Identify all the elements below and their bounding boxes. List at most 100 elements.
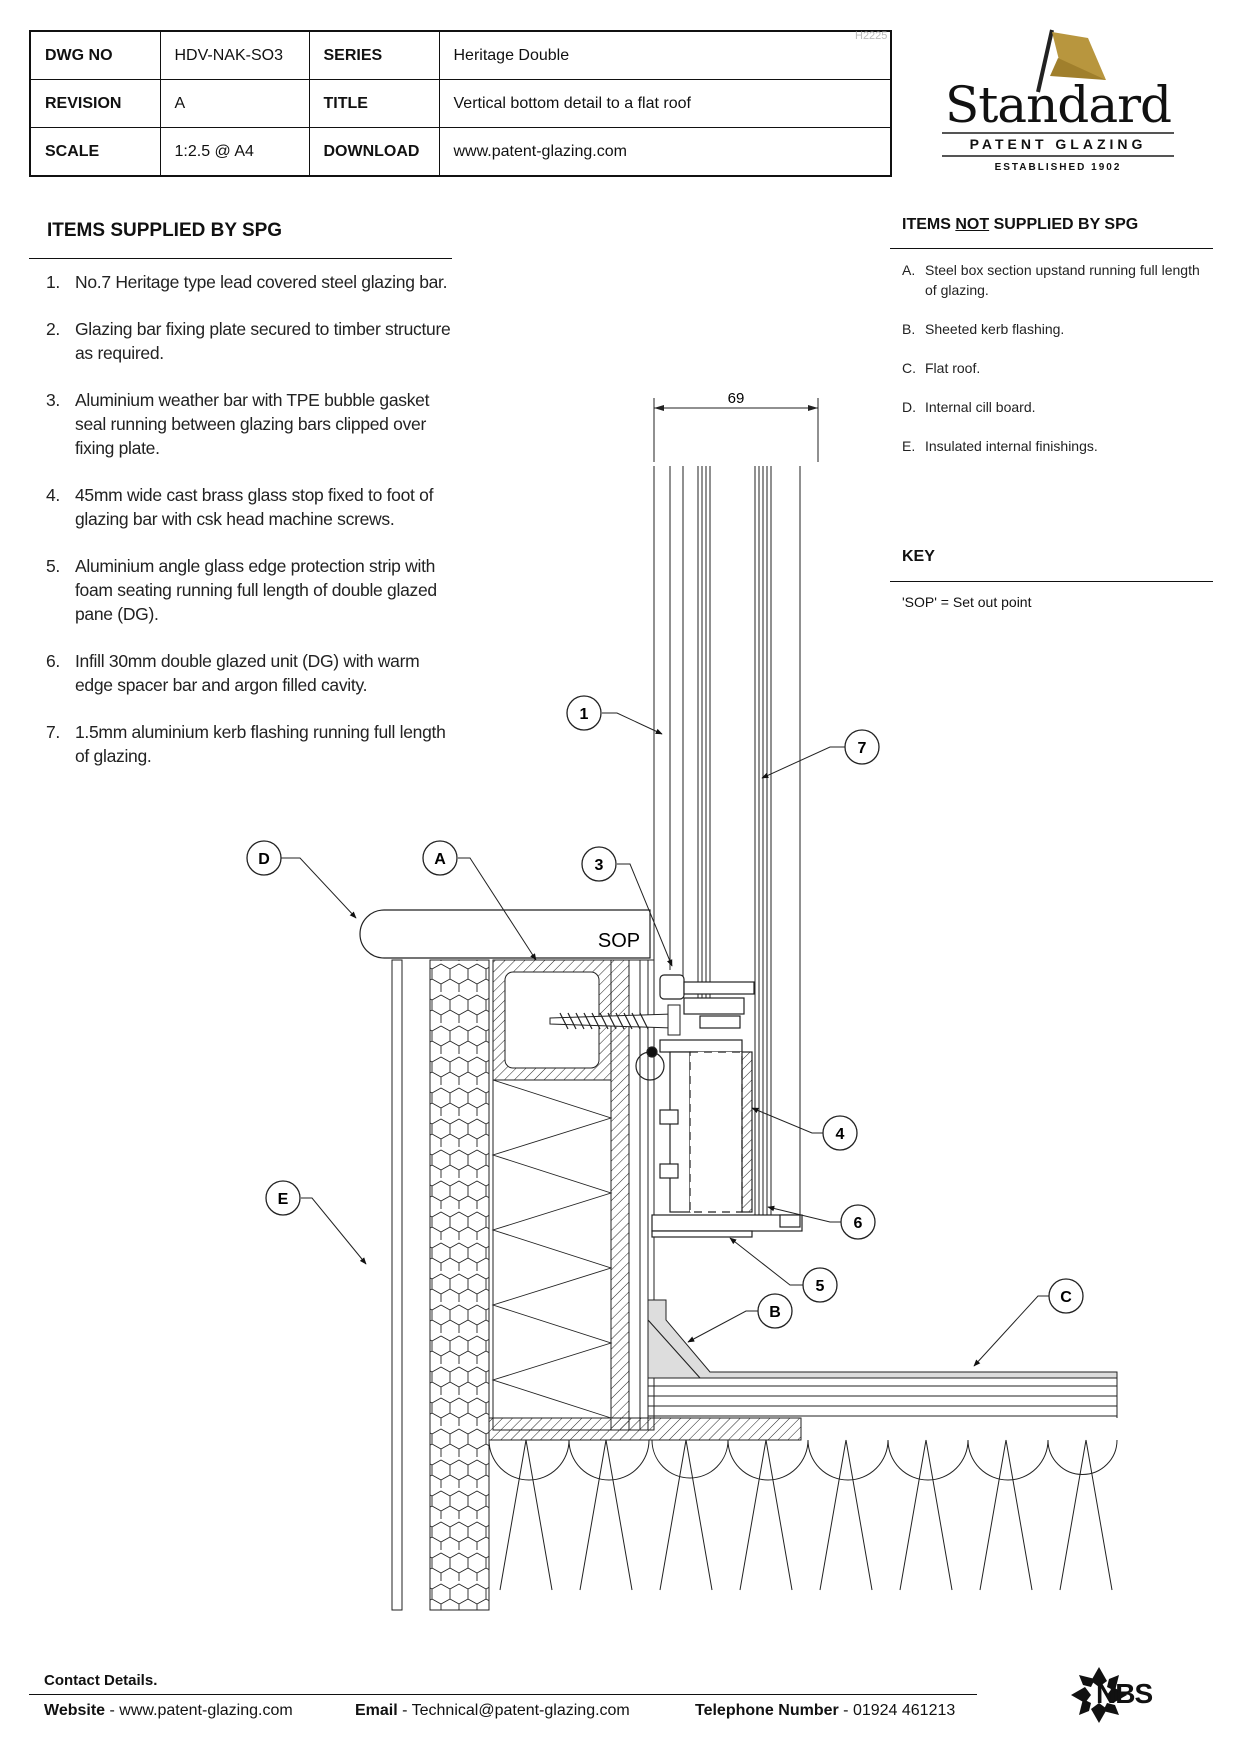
supplied-list: 1. No.7 Heritage type lead covered steel … <box>46 270 456 791</box>
email-link[interactable]: Technical@patent-glazing.com <box>411 1702 630 1719</box>
item-number: 6. <box>46 651 60 671</box>
nbs-logo-icon <box>1071 1667 1127 1723</box>
item-number: 5. <box>46 556 60 576</box>
website-label: Website <box>44 1702 106 1719</box>
scale-label: SCALE <box>29 127 161 177</box>
reference-code: H2225 <box>855 30 888 42</box>
title-value: Vertical bottom detail to a flat roof <box>438 79 892 128</box>
key-heading: KEY <box>902 548 935 565</box>
item-text: Flat roof. <box>925 360 981 376</box>
item-text: Sheeted kerb flashing. <box>925 321 1065 337</box>
callout-label: E <box>278 1191 289 1208</box>
item-text: Glazing bar fixing plate secured to timb… <box>75 319 451 363</box>
phone-value: 01924 461213 <box>852 1702 956 1719</box>
contact-heading: Contact Details. <box>44 1672 158 1689</box>
nbs-label: NBS <box>1096 1678 1153 1709</box>
list-item: 4. 45mm wide cast brass glass stop fixed … <box>46 483 456 531</box>
title-block: DWG NO HDV-NAK-SO3 SERIES Heritage Doubl… <box>29 30 892 177</box>
callout-7: 7 <box>844 729 880 765</box>
list-item: B. Sheeted kerb flashing. <box>902 319 1212 339</box>
heading-part: ITEMS <box>902 216 956 233</box>
cill-board <box>359 909 651 959</box>
item-text: Aluminium angle glass edge protection st… <box>75 556 437 624</box>
item-text: 1.5mm aluminium kerb flashing running fu… <box>75 722 446 766</box>
callout-b: B <box>757 1293 793 1329</box>
revision-value: A <box>159 79 310 128</box>
callout-label: 6 <box>854 1215 863 1232</box>
item-number: 2. <box>46 319 60 339</box>
divider <box>890 248 1213 249</box>
download-link[interactable]: www.patent-glazing.com <box>438 127 892 177</box>
divider <box>29 1694 977 1695</box>
heading-part: NOT <box>955 216 990 233</box>
scale-value: 1:2.5 @ A4 <box>159 127 310 177</box>
callout-6: 6 <box>840 1204 876 1240</box>
callout-5: 5 <box>802 1267 838 1303</box>
callout-e: E <box>265 1180 301 1216</box>
list-item: 2. Glazing bar fixing plate secured to ti… <box>46 317 456 365</box>
not-supplied-heading: ITEMS NOT SUPPLIED BY SPG <box>902 216 1138 234</box>
callout-label: D <box>258 851 270 868</box>
logo-wordmark: Standard <box>944 76 1172 134</box>
callout-label: A <box>434 851 446 868</box>
list-item: 6. Infill 30mm double glazed unit (DG) wi… <box>46 649 456 697</box>
item-text: No.7 Heritage type lead covered steel gl… <box>75 272 448 292</box>
not-supplied-list: A.Steel box section upstand running full… <box>902 260 1212 475</box>
callout-label: 4 <box>836 1126 845 1143</box>
callout-label: B <box>769 1304 781 1321</box>
glazing-bar-foot <box>635 974 803 1238</box>
item-text: Infill 30mm double glazed unit (DG) with… <box>75 651 420 695</box>
flag-icon <box>1036 29 1106 93</box>
item-letter: D. <box>902 399 916 415</box>
item-text: Insulated internal finishings. <box>925 438 1098 454</box>
leader-lines <box>281 712 1050 1367</box>
email-row: Email - Technical@patent-glazing.com <box>355 1702 630 1719</box>
list-item: A.Steel box section upstand running full… <box>902 260 1212 300</box>
item-letter: A. <box>902 262 916 278</box>
logo-subtitle: PATENT GLAZING <box>969 136 1147 152</box>
list-item: C. Flat roof. <box>902 358 1212 378</box>
list-item: 7. 1.5mm aluminium kerb flashing running … <box>46 720 456 768</box>
callout-label: 5 <box>816 1278 825 1295</box>
item-letter: B. <box>902 321 916 337</box>
callout-label: C <box>1060 1289 1072 1306</box>
download-label: DOWNLOAD <box>308 127 440 177</box>
item-letter: C. <box>902 360 916 376</box>
dwg-no-value: HDV-NAK-SO3 <box>159 30 310 80</box>
divider <box>890 581 1213 582</box>
website-row: Website - www.patent-glazing.com <box>44 1702 293 1719</box>
callout-d: D <box>246 840 282 876</box>
item-text: Aluminium weather bar with TPE bubble ga… <box>75 390 430 458</box>
internal-finishings <box>391 959 490 1611</box>
item-number: 1. <box>46 272 60 292</box>
callout-label: 3 <box>595 857 604 874</box>
roof-insulation <box>488 1439 1118 1591</box>
sop-label: SOP <box>598 930 640 952</box>
callout-label: 1 <box>580 706 589 723</box>
standard-logo: Standard PATENT GLAZING ESTABLISHED 1902 <box>938 28 1178 178</box>
item-text: 45mm wide cast brass glass stop fixed to… <box>75 485 434 529</box>
phone-label: Telephone Number <box>695 1702 839 1719</box>
callout-a: A <box>422 840 458 876</box>
dimension-label: 69 <box>728 390 745 407</box>
list-item: 3.Aluminium weather bar with TPE bubble … <box>46 388 456 460</box>
item-number: 7. <box>46 722 60 742</box>
logo-rule <box>942 132 1174 134</box>
key-text: 'SOP' = Set out point <box>902 594 1032 610</box>
callout-1: 1 <box>566 695 602 731</box>
glazing-assembly <box>653 466 801 1215</box>
divider <box>29 258 452 259</box>
fixing-screw <box>549 1004 681 1036</box>
phone-row: Telephone Number - 01924 461213 <box>695 1702 956 1719</box>
callout-label: 7 <box>858 740 867 757</box>
callout-c: C <box>1048 1278 1084 1314</box>
website-link[interactable]: www.patent-glazing.com <box>119 1702 293 1719</box>
list-item: E.Insulated internal finishings. <box>902 436 1212 456</box>
item-number: 4. <box>46 485 60 505</box>
supplied-heading: ITEMS SUPPLIED BY SPG <box>47 220 283 241</box>
list-item: 5. Aluminium angle glass edge protection … <box>46 554 456 626</box>
email-label: Email <box>355 1702 398 1719</box>
list-item: 1. No.7 Heritage type lead covered steel … <box>46 270 456 294</box>
list-item: D.Internal cill board. <box>902 397 1212 417</box>
